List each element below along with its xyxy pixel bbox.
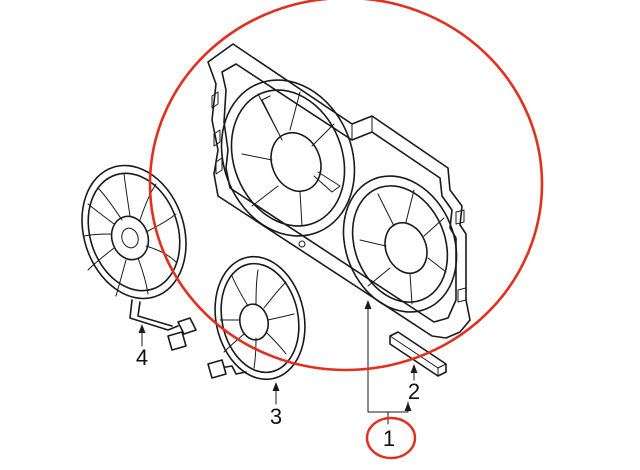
callout-label-2: 2: [408, 379, 420, 404]
left-fan-motor-icon[interactable]: [65, 152, 202, 351]
highlight-circle-shroud: [148, 0, 544, 372]
highlight-circle-callout-1: [365, 416, 417, 460]
callout-label-3: 3: [270, 404, 282, 429]
callout-label-4: 4: [136, 345, 148, 370]
bracket-strip-icon[interactable]: [389, 331, 447, 377]
fan-shroud-assembly-icon[interactable]: [199, 43, 477, 339]
right-fan-motor-icon[interactable]: [204, 248, 316, 388]
callout-label-1: 1: [383, 426, 395, 451]
